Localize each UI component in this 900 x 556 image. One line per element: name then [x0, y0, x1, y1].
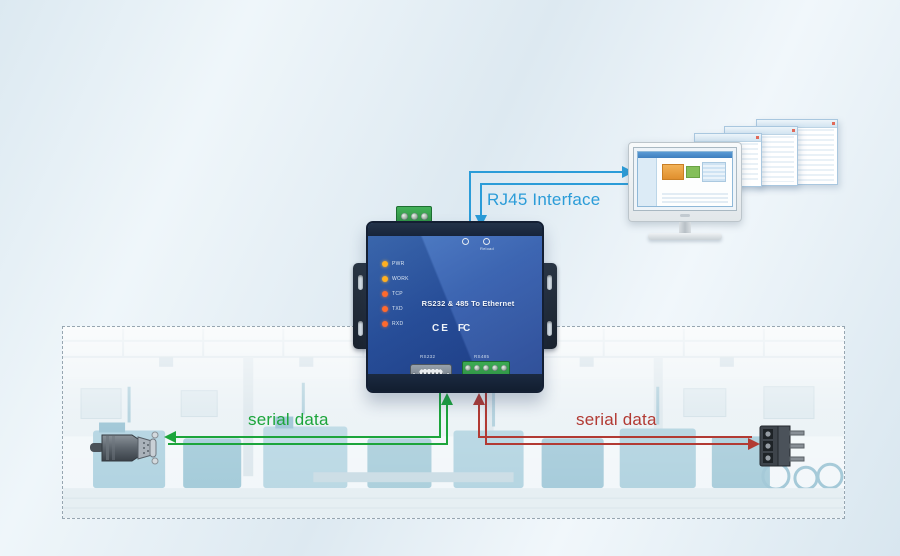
device-body: Reload PWR WORK TCP TXD RXD RS232 & 485 …	[366, 221, 544, 393]
serial-device-server: Reload PWR WORK TCP TXD RXD RS232 & 485 …	[353, 206, 557, 393]
screen-graphic-blue	[702, 162, 726, 182]
terminal-plug-connector	[758, 425, 806, 467]
db9-port-label: RS232	[420, 354, 436, 359]
led-rxd: RXD	[382, 321, 409, 327]
monitor-stand-base	[648, 233, 722, 240]
config-icon	[462, 238, 469, 251]
reload-label: Reload	[480, 246, 494, 251]
serial-data-label-left: serial data	[248, 410, 329, 429]
rxd-led-icon	[382, 321, 388, 327]
txd-led-icon	[382, 306, 388, 312]
pwr-led-icon	[382, 261, 388, 267]
screen-graphic-green	[686, 166, 700, 178]
ce-mark: CE	[432, 323, 450, 334]
device-bottom-face	[368, 374, 542, 391]
panel-sheen	[368, 236, 542, 374]
db9-cable-connector	[90, 423, 166, 473]
screen-app-window	[637, 151, 733, 207]
panel-icons: Reload	[462, 238, 494, 251]
reload-button: Reload	[480, 238, 494, 251]
rj45-interface-label: RJ45 Interface	[487, 190, 601, 209]
reload-icon	[483, 238, 491, 245]
led-txd: TXD	[382, 306, 409, 312]
tcp-led-icon	[382, 291, 388, 297]
monitor-stand-neck	[679, 222, 691, 234]
led-work: WORK	[382, 276, 409, 282]
screen-app-titlebar	[638, 152, 732, 158]
cert-marks: CE FC	[432, 323, 470, 334]
fcc-mark: FC	[457, 323, 470, 334]
screen-text-lines	[662, 193, 728, 203]
monitor-screen	[633, 147, 737, 211]
device-title: RS232 & 485 To Ethernet	[421, 299, 515, 308]
status-leds: PWR WORK TCP TXD RXD	[382, 261, 409, 327]
screen-graphic-orange	[662, 164, 684, 180]
pc-monitor	[628, 142, 742, 240]
device-top-face	[368, 223, 542, 236]
mounting-ear-left	[353, 263, 368, 349]
led-pwr: PWR	[382, 261, 409, 267]
work-led-icon	[382, 276, 388, 282]
led-tcp: TCP	[382, 291, 409, 297]
serial-data-label-right: serial data	[576, 410, 657, 429]
rs485-port-label: RS485	[474, 354, 490, 359]
mounting-ear-right	[542, 263, 557, 349]
monitor-frame	[628, 142, 742, 222]
screen-app-sidebar	[638, 158, 657, 206]
